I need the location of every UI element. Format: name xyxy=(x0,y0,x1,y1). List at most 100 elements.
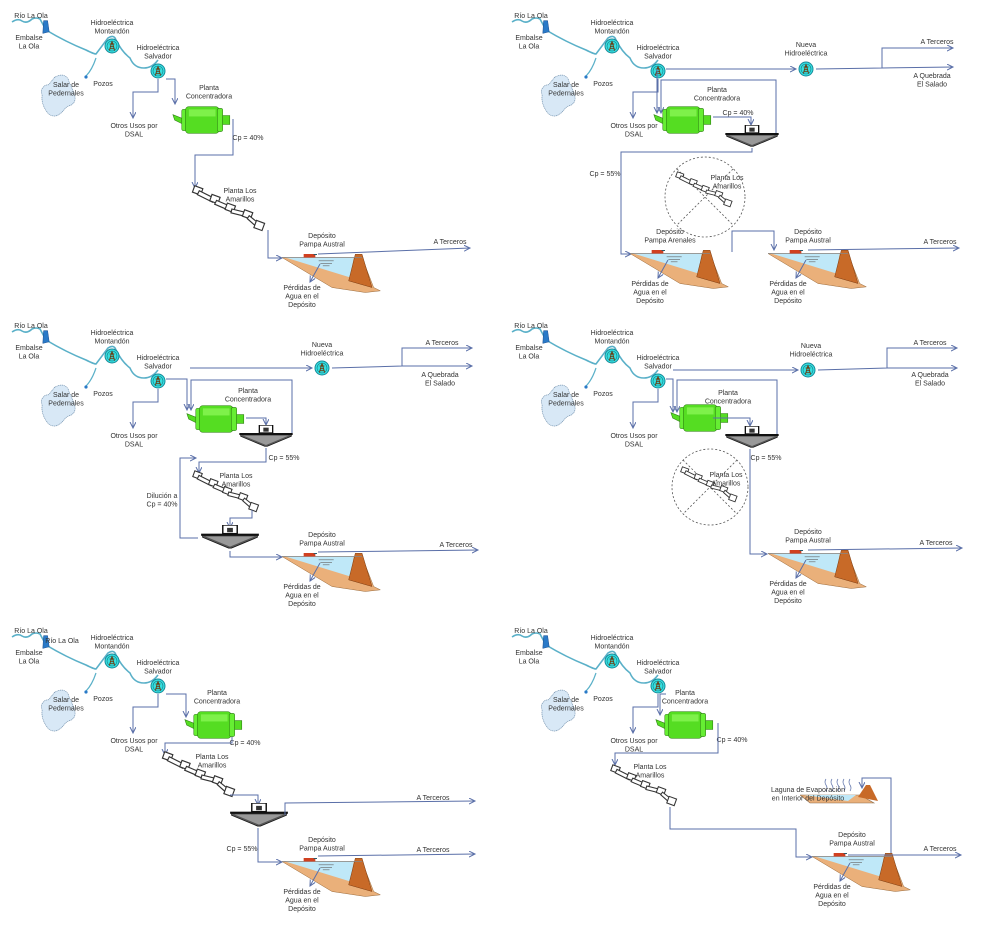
cp55-label: Cp = 55% xyxy=(227,846,258,853)
third-parties-label-2: A Terceros xyxy=(417,847,450,854)
wells-line xyxy=(85,367,97,387)
well-icon xyxy=(84,690,88,694)
tailings-flow xyxy=(669,807,812,857)
cp40-label: Cp = 40% xyxy=(230,740,261,747)
concentrator-mill-icon xyxy=(184,711,243,739)
river-line xyxy=(11,17,159,69)
other-uses-flow xyxy=(133,79,159,118)
other-uses-flow xyxy=(633,79,659,118)
wells-label: Pozos xyxy=(593,696,613,703)
river-line xyxy=(11,327,159,379)
river-label: Río La Ola xyxy=(514,323,548,330)
thickener-overflow-flow xyxy=(677,379,778,435)
concentrator-mill-icon xyxy=(186,405,245,433)
hydro-montandon-icon xyxy=(604,653,620,669)
third-parties-label: A Terceros xyxy=(417,795,450,802)
wells-label: Pozos xyxy=(93,696,113,703)
river-extra-label: Río La Ola xyxy=(45,638,79,645)
well-icon xyxy=(584,75,588,79)
river-label: Río La Ola xyxy=(14,323,48,330)
river-line xyxy=(511,632,659,684)
hydro-salvador-icon xyxy=(150,678,166,694)
well-icon xyxy=(584,385,588,389)
reservoir-icon xyxy=(542,635,550,649)
thickener-2-icon xyxy=(200,525,260,549)
arenales-to-austral-flow xyxy=(731,230,774,252)
concentrator-mill-icon xyxy=(655,711,714,739)
concentrator-feed-flow xyxy=(666,378,673,412)
deposit-austral-losses-flow xyxy=(310,867,321,886)
hydro-salvador-icon xyxy=(650,63,666,79)
cp55-label: Cp = 55% xyxy=(590,171,621,178)
deposit-arenales-losses-flow xyxy=(658,259,669,278)
cp40-label: Cp = 40% xyxy=(723,110,754,117)
third-parties-label: A Terceros xyxy=(914,340,947,347)
concentrator-feed-flow xyxy=(660,693,666,715)
deposit-austral-losses-flow xyxy=(796,259,807,278)
reservoir-icon xyxy=(42,330,50,344)
river-line xyxy=(511,17,659,69)
reservoir-icon xyxy=(42,20,50,34)
amarillos-to-thickener-flow xyxy=(230,794,258,805)
third-parties-flow xyxy=(331,348,472,369)
hydro-salvador-icon xyxy=(650,373,666,389)
third-parties-flow-2 xyxy=(317,550,478,552)
third-parties-label-2: A Terceros xyxy=(924,239,957,246)
new-hydro-icon xyxy=(798,61,814,77)
hydro-montandon-icon xyxy=(104,38,120,54)
hydro-salvador-icon xyxy=(150,63,166,79)
well-icon xyxy=(584,690,588,694)
thickener-overflow-flow xyxy=(191,379,293,435)
new-hydro-icon xyxy=(800,362,816,378)
concentrate-flow xyxy=(165,737,233,755)
deposit-austral-losses-flow xyxy=(796,559,807,578)
river-line xyxy=(11,632,159,684)
third-parties-label: A Terceros xyxy=(426,340,459,347)
cross-out-icon xyxy=(682,459,738,515)
thickener-icon xyxy=(724,125,780,148)
river-label: Río La Ola xyxy=(514,628,548,635)
other-uses-flow xyxy=(133,389,159,428)
tailings-flow xyxy=(267,230,282,258)
reservoir-icon xyxy=(542,20,550,34)
wells-line xyxy=(585,57,597,77)
concentrator-mill-icon xyxy=(172,106,231,134)
